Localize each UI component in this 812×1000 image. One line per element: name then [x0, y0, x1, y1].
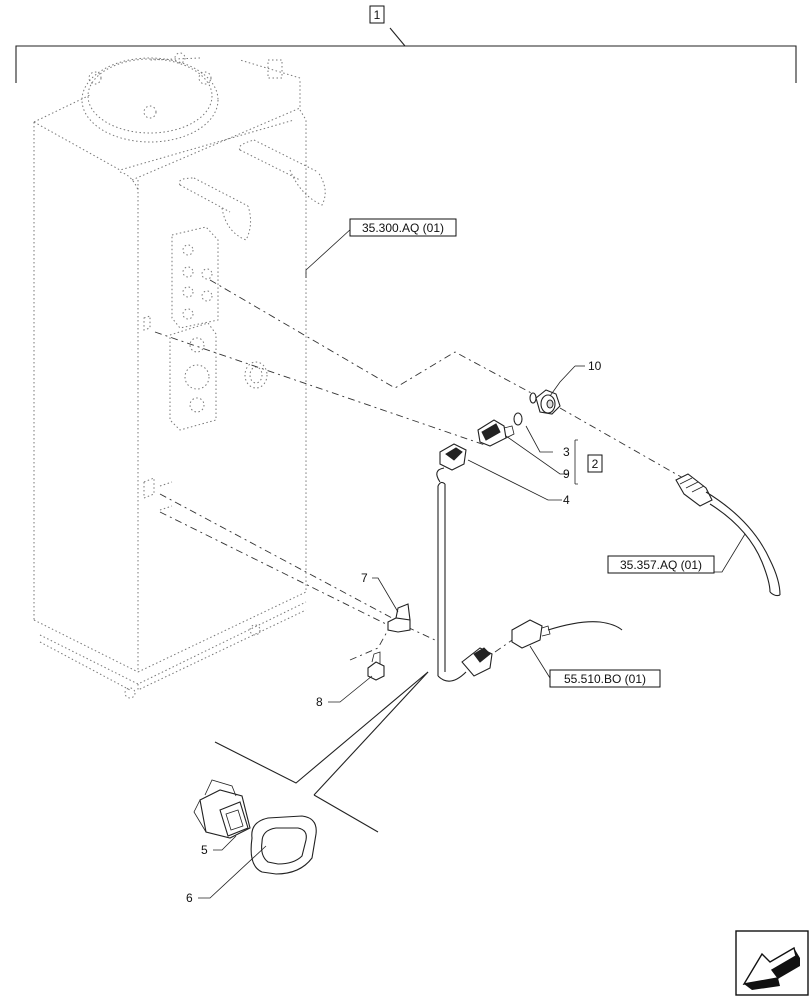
plug-connector [193, 779, 251, 839]
callout-1: 1 [374, 8, 381, 22]
pressure-switch [477, 419, 515, 447]
callout-9: 9 [563, 467, 570, 481]
callout-4: 4 [563, 493, 570, 507]
callout-box-1 [369, 5, 385, 24]
reference-hose: 35.357.AQ (01) [620, 558, 702, 572]
reference-harness: 55.510.BO (01) [564, 672, 646, 686]
callout-6: 6 [186, 891, 193, 905]
mounting-clip [387, 603, 411, 633]
callout-3: 3 [563, 445, 570, 459]
reference-box-harness [549, 669, 661, 688]
hydraulic-tank [33, 52, 326, 699]
callout-7: 7 [361, 571, 368, 585]
elbow-fitting [529, 389, 561, 415]
reference-box-tank [349, 218, 457, 237]
wire-harness [436, 443, 493, 682]
detail-view-lines [214, 671, 429, 833]
callout-8: 8 [316, 695, 323, 709]
hose-fitting [675, 473, 781, 597]
reference-tank: 35.300.AQ (01) [362, 221, 444, 235]
reference-box-hose [607, 555, 715, 574]
assembly-bracket [15, 27, 797, 83]
next-page-arrow-icon[interactable] [735, 930, 809, 996]
callout-leaders [198, 227, 746, 899]
callout-box-2 [587, 454, 603, 473]
sensor-connector [511, 619, 623, 649]
o-ring [513, 412, 523, 426]
alignment-lines [154, 279, 691, 661]
callout-2: 2 [592, 457, 599, 471]
callout-5: 5 [201, 843, 208, 857]
callout-10: 10 [588, 359, 602, 373]
grommet [250, 815, 317, 875]
screw [367, 651, 385, 681]
